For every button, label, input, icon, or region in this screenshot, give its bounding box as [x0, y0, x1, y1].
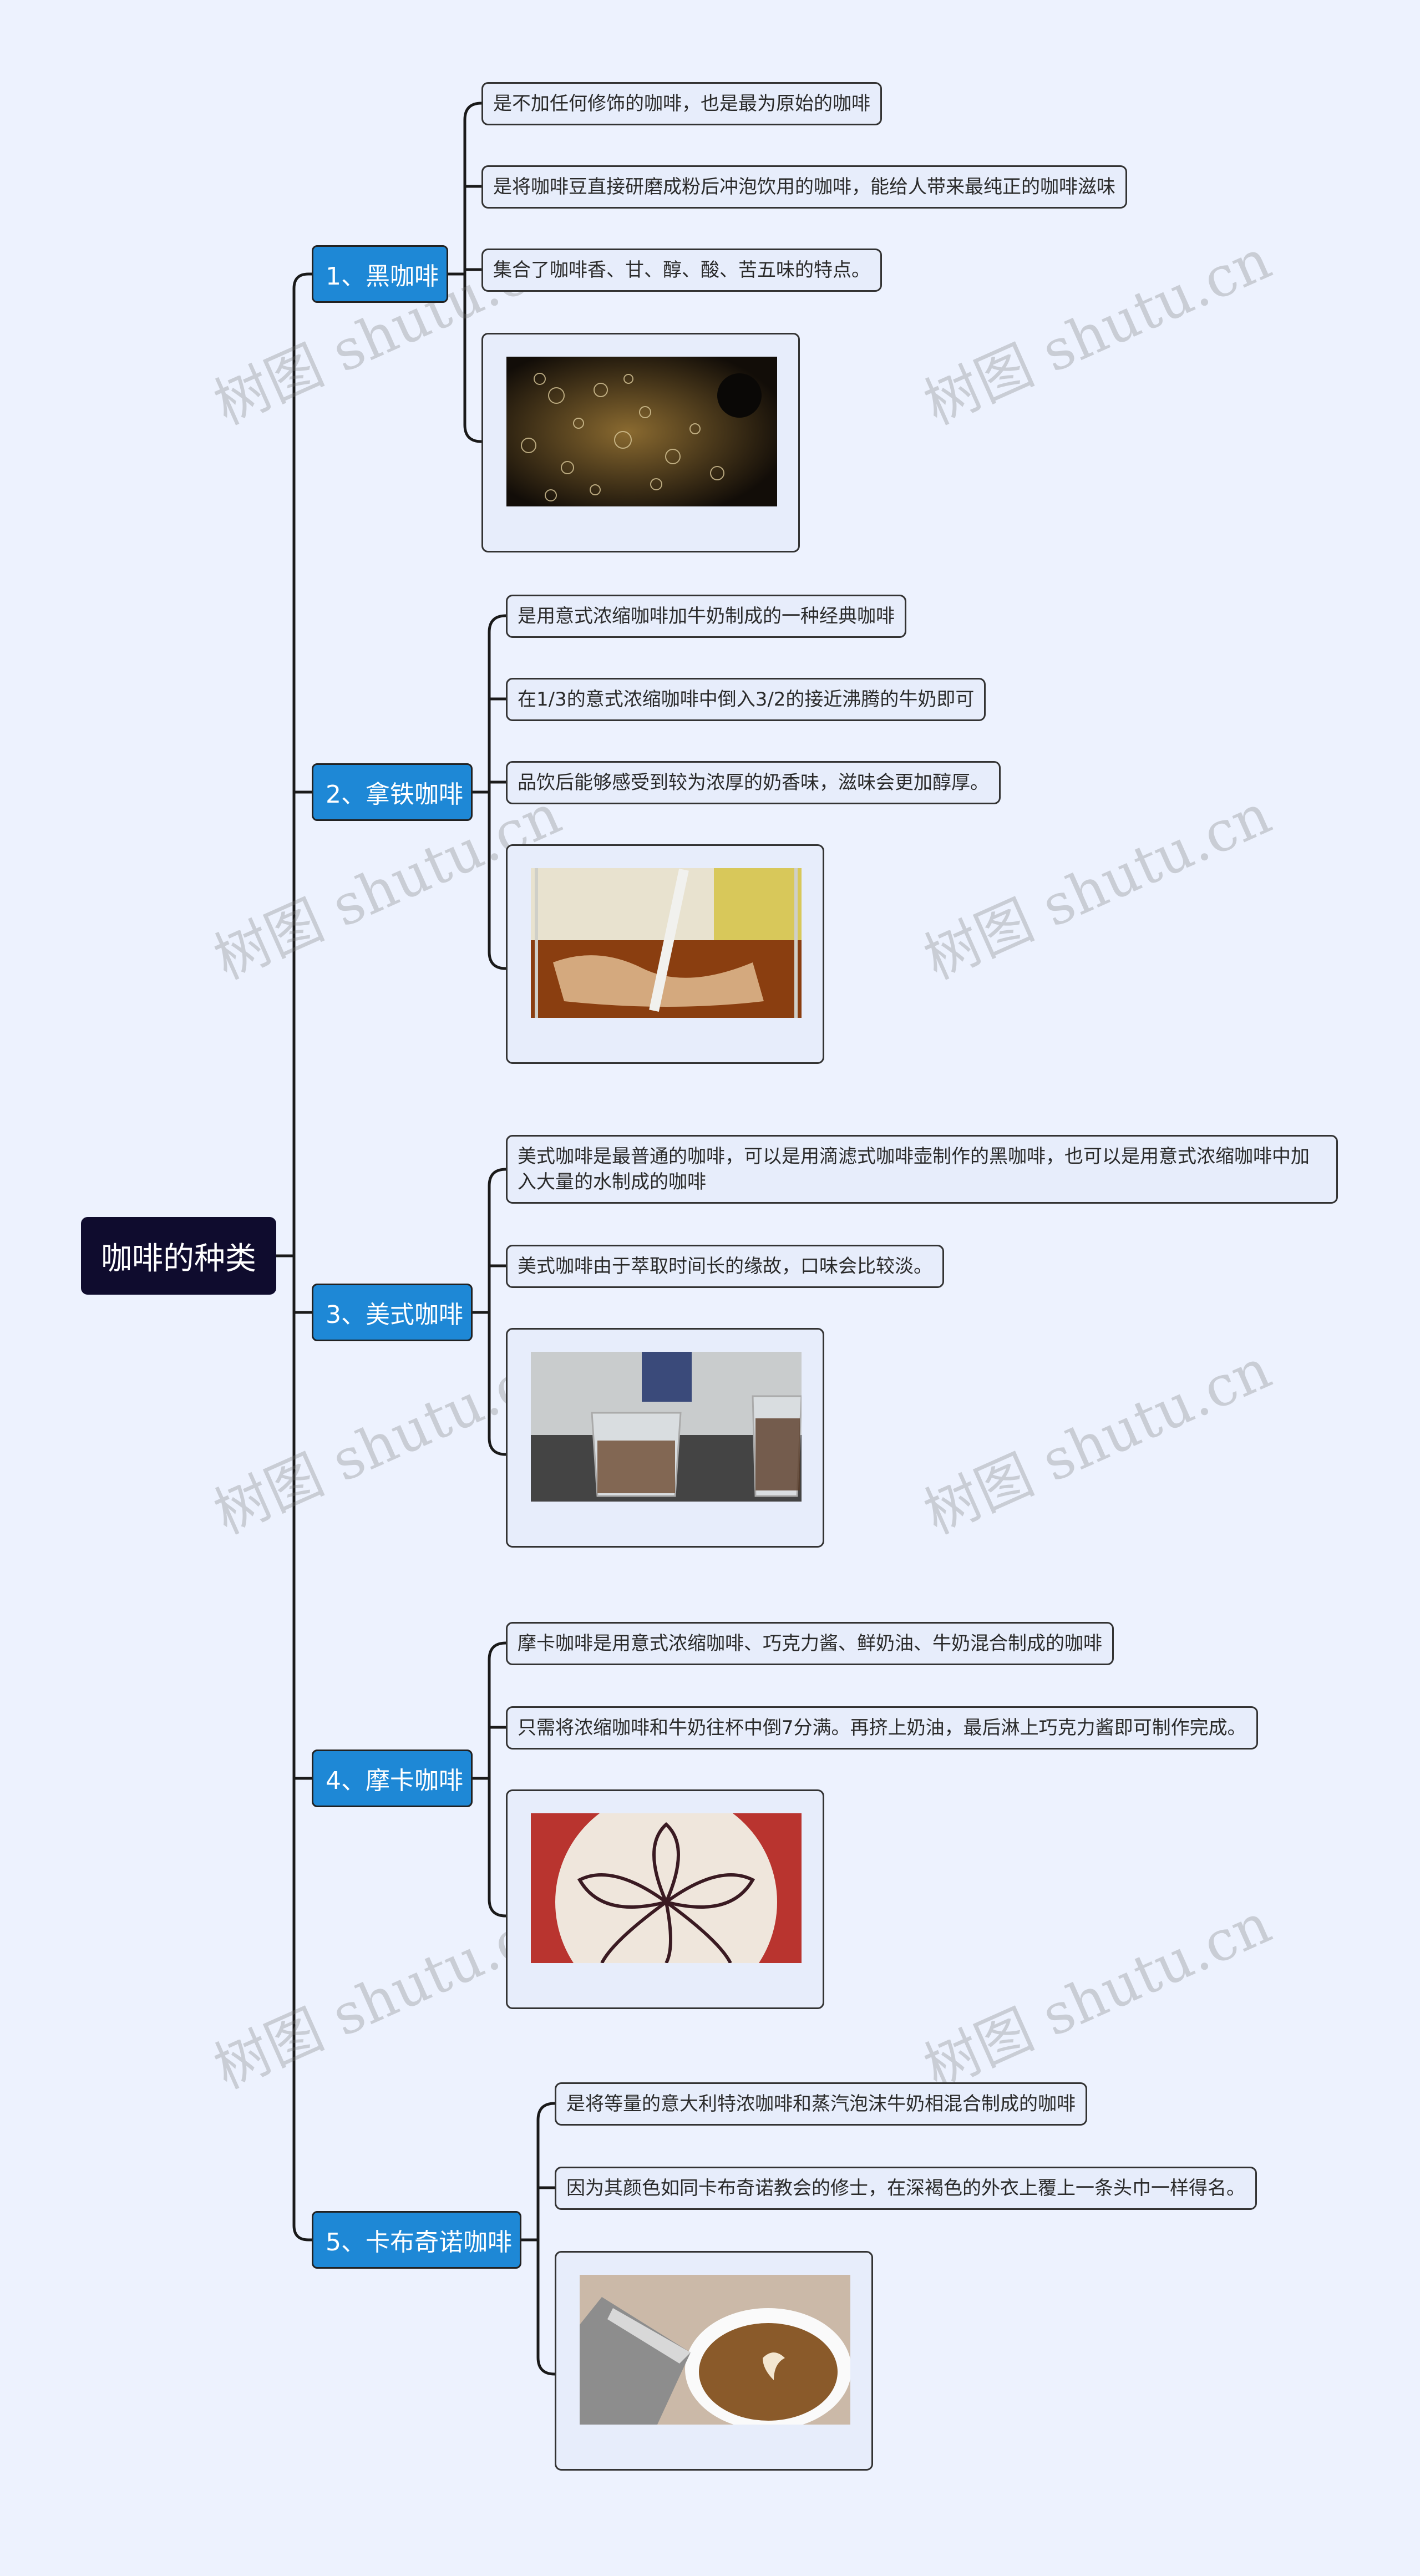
- image-card-americano: [506, 1328, 824, 1548]
- branch-cappuccino[interactable]: 5、卡布奇诺咖啡: [312, 2211, 521, 2269]
- trunk-line: [294, 288, 312, 2240]
- note-americano-2[interactable]: 美式咖啡由于萃取时间长的缘故，口味会比较淡。: [506, 1245, 944, 1288]
- note-black-coffee-1[interactable]: 是不加任何修饰的咖啡，也是最为原始的咖啡: [481, 82, 882, 125]
- mocha-photo: [531, 1813, 802, 1963]
- branch-latte[interactable]: 2、拿铁咖啡: [312, 763, 473, 821]
- note-latte-1[interactable]: 是用意式浓缩咖啡加牛奶制成的一种经典咖啡: [506, 595, 906, 638]
- branch-mocha[interactable]: 4、摩卡咖啡: [312, 1750, 473, 1807]
- note-latte-2[interactable]: 在1/3的意式浓缩咖啡中倒入3/2的接近沸腾的牛奶即可: [506, 678, 986, 721]
- black-coffee-photo: [506, 357, 777, 506]
- trunk-to-branch-1: [294, 274, 312, 288]
- image-card-cappuccino: [555, 2251, 873, 2471]
- note-black-coffee-2[interactable]: 是将咖啡豆直接研磨成粉后冲泡饮用的咖啡，能给人带来最纯正的咖啡滋味: [481, 165, 1127, 209]
- note-americano-1[interactable]: 美式咖啡是最普通的咖啡，可以是用滴滤式咖啡壶制作的黑咖啡，也可以是用意式浓缩咖啡…: [506, 1135, 1338, 1204]
- branch-black-coffee[interactable]: 1、黑咖啡: [312, 245, 448, 303]
- note-cappuccino-2[interactable]: 因为其颜色如同卡布奇诺教会的修士，在深褐色的外衣上覆上一条头巾一样得名。: [555, 2167, 1257, 2210]
- note-latte-3[interactable]: 品饮后能够感受到较为浓厚的奶香味，滋味会更加醇厚。: [506, 761, 1001, 804]
- branch-americano[interactable]: 3、美式咖啡: [312, 1284, 473, 1341]
- note-mocha-1[interactable]: 摩卡咖啡是用意式浓缩咖啡、巧克力酱、鲜奶油、牛奶混合制成的咖啡: [506, 1622, 1114, 1665]
- americano-photo: [531, 1352, 802, 1502]
- latte-photo: [531, 868, 802, 1018]
- image-card-black-coffee: [481, 333, 800, 552]
- note-cappuccino-1[interactable]: 是将等量的意大利特浓咖啡和蒸汽泡沫牛奶相混合制成的咖啡: [555, 2082, 1087, 2126]
- note-black-coffee-3[interactable]: 集合了咖啡香、甘、醇、酸、苦五味的特点。: [481, 249, 882, 292]
- cappuccino-photo: [580, 2275, 850, 2425]
- root-topic[interactable]: 咖啡的种类: [81, 1217, 276, 1295]
- image-card-latte: [506, 844, 824, 1064]
- image-card-mocha: [506, 1789, 824, 2009]
- note-mocha-2[interactable]: 只需将浓缩咖啡和牛奶往杯中倒7分满。再挤上奶油，最后淋上巧克力酱即可制作完成。: [506, 1706, 1258, 1750]
